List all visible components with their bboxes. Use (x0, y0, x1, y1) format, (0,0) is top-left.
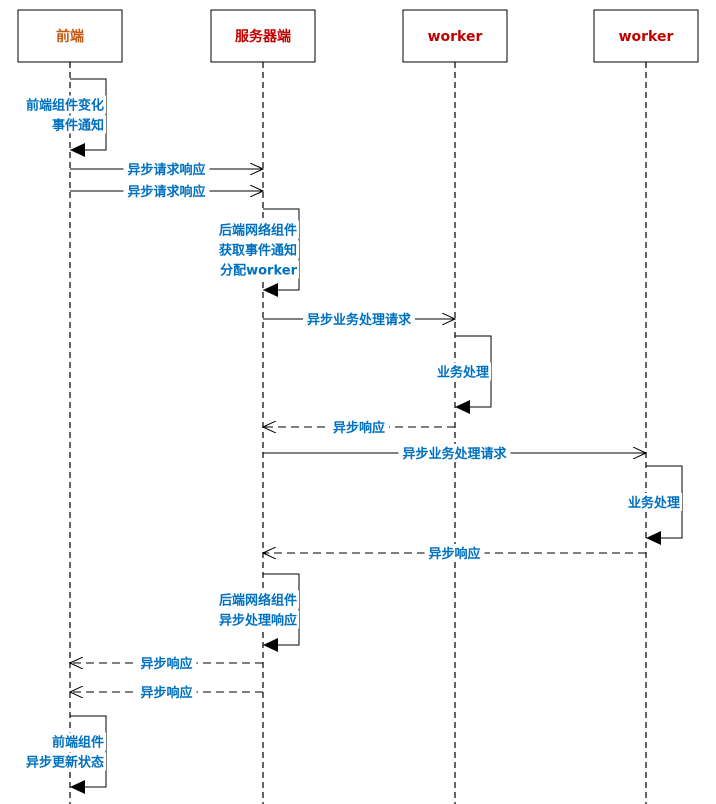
label-background (49, 115, 106, 134)
self-message-arrow (263, 573, 300, 652)
label-background (216, 590, 299, 609)
label-background (123, 182, 210, 200)
message-label: 异步响应 (333, 420, 385, 436)
label-background (23, 95, 106, 114)
self-message-label: 前端组件变化 (26, 98, 104, 114)
message-label: 异步响应 (140, 656, 192, 672)
message-label: 异步请求响应 (127, 162, 205, 178)
label-background (216, 220, 299, 239)
label-background (302, 310, 416, 328)
label-background (218, 260, 299, 279)
participant-label: 服务器端 (235, 28, 291, 45)
label-background (49, 732, 106, 751)
self-message-arrow (70, 78, 107, 157)
label-background (23, 752, 106, 771)
self-message-label: 业务处理 (437, 365, 489, 381)
message-label: 异步响应 (140, 685, 192, 701)
label-background (424, 544, 485, 562)
self-message-label: 前端组件 (52, 735, 104, 751)
self-message-label: 获取事件通知 (219, 243, 297, 259)
self-message-label: 异步更新状态 (26, 755, 104, 771)
message-label: 异步业务处理请求 (307, 312, 412, 328)
participant-box (17, 9, 123, 63)
self-message-label: 业务处理 (628, 495, 680, 511)
self-message-label: 异步处理响应 (219, 613, 297, 629)
participant-box (402, 9, 508, 63)
label-background (216, 610, 299, 629)
label-background (136, 654, 197, 672)
label-background (328, 418, 390, 436)
label-background (625, 493, 682, 511)
label-background (398, 444, 511, 462)
message-label: 异步业务处理请求 (402, 446, 507, 462)
participant-box (593, 9, 699, 63)
participant-label: worker (428, 29, 483, 45)
label-background (136, 683, 197, 701)
self-message-label: 后端网络组件 (219, 593, 297, 609)
participant-label: worker (619, 29, 674, 45)
label-background (434, 362, 491, 381)
label-background (123, 160, 210, 178)
self-message-label: 分配worker (220, 263, 297, 279)
participant-label: 前端 (56, 28, 84, 45)
self-message-label: 事件通知 (52, 118, 104, 134)
self-message-label: 后端网络组件 (219, 223, 297, 239)
message-label: 异步响应 (428, 546, 480, 562)
message-label: 异步请求响应 (127, 184, 205, 200)
participant-box (210, 9, 316, 63)
label-background (216, 240, 299, 259)
self-message-arrow (70, 715, 107, 794)
